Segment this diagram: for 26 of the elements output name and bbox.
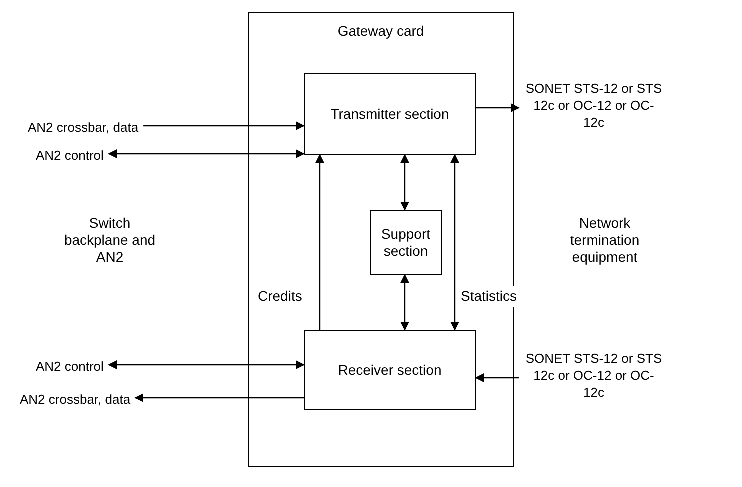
section-label: Transmitter section xyxy=(330,106,450,122)
arrow xyxy=(108,360,305,370)
signal-label: AN2 control xyxy=(36,358,104,375)
section-box xyxy=(304,73,476,155)
signal-label: SONET STS-12 or STS 12c or OC-12 or OC-12c xyxy=(524,350,664,401)
arrow xyxy=(108,150,305,158)
arrow xyxy=(476,104,520,112)
arrow xyxy=(316,154,324,330)
card-title: Gateway card xyxy=(336,22,426,41)
signal-label: SONET STS-12 or STS 12c or OC-12 or OC-12c xyxy=(524,80,664,131)
signal-label: AN2 control xyxy=(36,147,104,164)
edge-label: Statistics xyxy=(461,286,518,307)
section-box xyxy=(370,210,442,275)
arrow xyxy=(450,154,460,331)
section-label: Receiver section xyxy=(337,362,443,378)
signal-label: AN2 crossbar, data xyxy=(20,391,131,408)
section-box xyxy=(304,330,476,410)
arrow xyxy=(400,274,410,331)
region-label: Network termination equipment xyxy=(569,215,641,266)
region-label: Switch backplane and AN2 xyxy=(63,215,157,266)
arrow xyxy=(475,374,519,382)
arrow xyxy=(144,122,305,130)
signal-label: AN2 crossbar, data xyxy=(28,119,139,136)
arrow xyxy=(400,154,410,211)
section-label: Support section xyxy=(380,226,432,260)
arrow xyxy=(134,394,304,402)
